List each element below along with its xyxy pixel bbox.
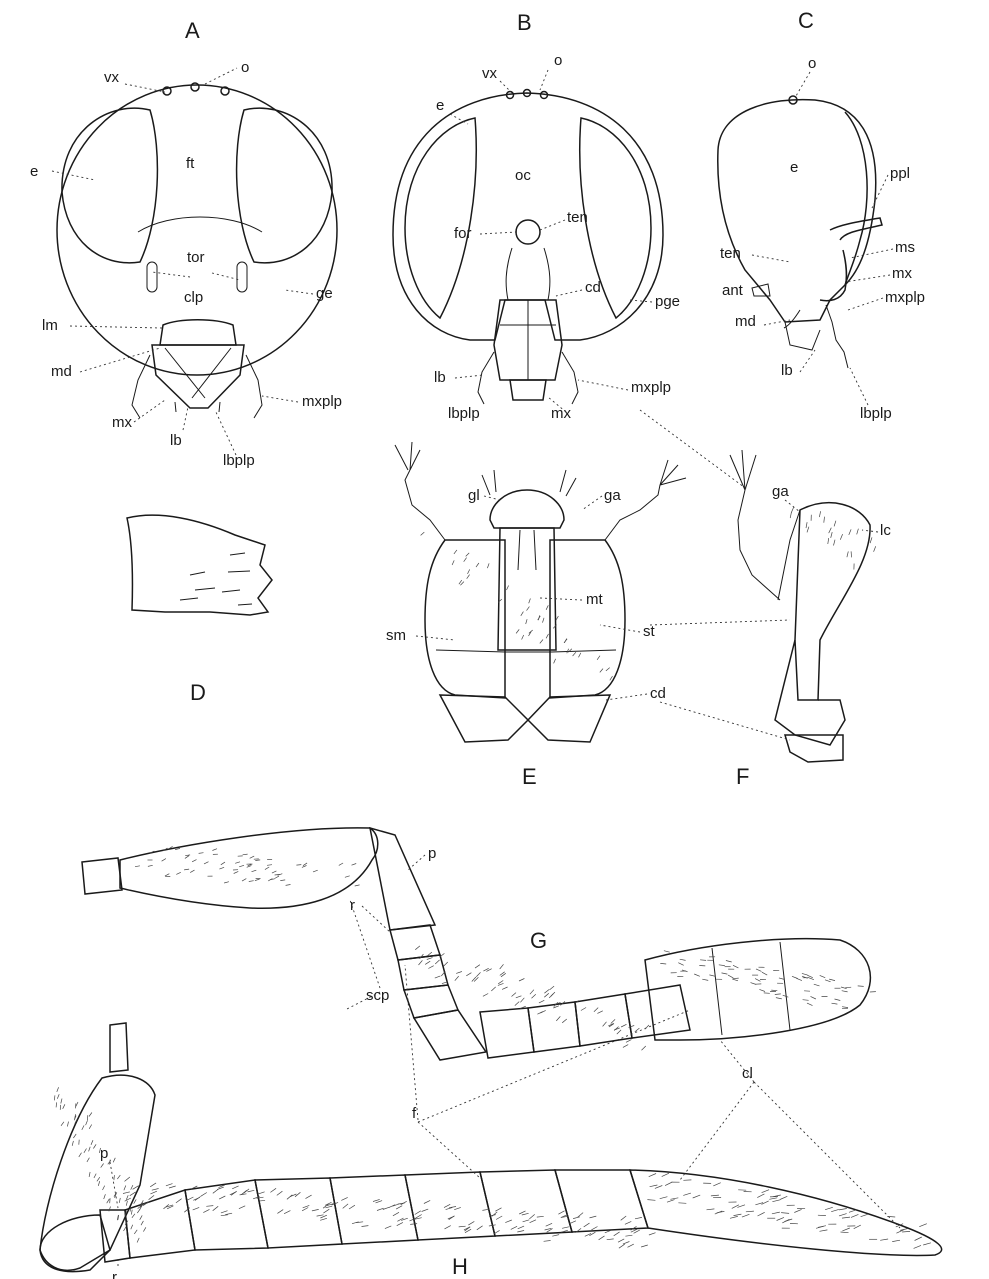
label-a-lm: lm (42, 317, 58, 334)
fig-letter-h: H (452, 1254, 468, 1279)
label-h-p: p (100, 1145, 108, 1162)
fig-letter-a: A (185, 18, 200, 43)
figure-d-mandible: D (127, 515, 272, 705)
label-f-lc: lc (880, 522, 891, 539)
label-c-lb: lb (781, 362, 793, 379)
label-b-cd: cd (585, 279, 601, 296)
figure-c-head-side: C o e ppl ten ms mx ant md mxplp lb lbpl… (718, 8, 925, 422)
label-c-o: o (808, 55, 816, 72)
figure-h-antenna: H p f cl r (40, 965, 942, 1279)
label-b-pge: pge (655, 293, 680, 310)
label-b-lb: lb (434, 369, 446, 386)
label-a-e: e (30, 163, 38, 180)
fig-letter-d: D (190, 680, 206, 705)
label-a-mxplp: mxplp (302, 393, 342, 410)
label-b-for: for (454, 225, 472, 242)
label-a-lbplp: lbplp (223, 452, 255, 469)
label-a-ft: ft (186, 155, 195, 172)
label-a-lb: lb (170, 432, 182, 449)
fig-letter-f: F (736, 764, 749, 789)
label-b-ten: ten (567, 209, 588, 226)
label-a-ge: ge (316, 285, 333, 302)
label-e-ga: ga (604, 487, 621, 504)
label-c-e: e (790, 159, 798, 176)
label-a-clp: clp (184, 289, 203, 306)
label-e-mt: mt (586, 591, 603, 608)
label-b-e: e (436, 97, 444, 114)
label-c-ppl: ppl (890, 165, 910, 182)
label-a-o: o (241, 59, 249, 76)
setae-hatching (54, 507, 931, 1248)
label-c-ten: ten (720, 245, 741, 262)
label-c-md: md (735, 313, 756, 330)
label-c-mxplp: mxplp (885, 289, 925, 306)
figure-g-antenna: G p r scp (82, 828, 870, 1060)
label-a-vx: vx (104, 69, 120, 86)
fig-letter-b: B (517, 10, 532, 35)
figure-b-head-back: B vx o e oc for ten cd pge lb lbplp mx m… (393, 10, 680, 422)
label-c-lbplp: lbplp (860, 405, 892, 422)
label-f-ga: ga (772, 483, 789, 500)
label-c-mx: mx (892, 265, 912, 282)
label-b-oc: oc (515, 167, 531, 184)
label-g-p: p (428, 845, 436, 862)
fig-letter-c: C (798, 8, 814, 33)
label-b-o: o (554, 52, 562, 69)
label-e-sm: sm (386, 627, 406, 644)
label-e-st: st (643, 623, 656, 640)
label-c-ant: ant (722, 282, 744, 299)
label-h-r: r (112, 1269, 117, 1279)
label-b-vx: vx (482, 65, 498, 82)
label-e-cd: cd (650, 685, 666, 702)
fig-letter-g: G (530, 928, 547, 953)
label-h-f: f (412, 1105, 417, 1122)
label-a-mx: mx (112, 414, 132, 431)
label-b-lbplp: lbplp (448, 405, 480, 422)
label-c-ms: ms (895, 239, 915, 256)
figure-e-maxillae-labium: gl ga mt sm st cd E (386, 442, 686, 789)
label-a-tor: tor (187, 249, 205, 266)
label-a-md: md (51, 363, 72, 380)
fig-letter-e: E (522, 764, 537, 789)
label-g-scp: scp (366, 987, 389, 1004)
label-e-gl: gl (468, 487, 480, 504)
label-b-mxplp: mxplp (631, 379, 671, 396)
figure-a-head-front: A vx o e ft tor clp lm ge md mx lb lbplp… (30, 18, 342, 469)
figure-f-maxilla: ga lc F (640, 410, 891, 789)
